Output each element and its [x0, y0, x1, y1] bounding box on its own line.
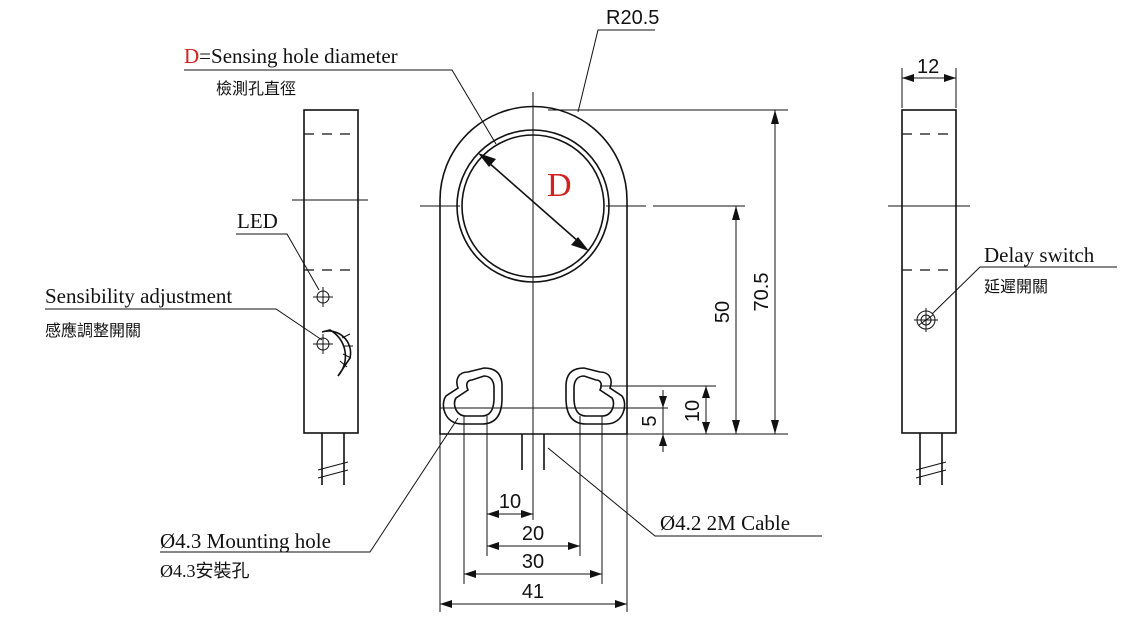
- dim-width-side: 12: [917, 56, 939, 78]
- delay-switch-label-zh: 延遲開關: [984, 278, 1048, 296]
- right-body: [901, 109, 957, 434]
- dim-5-right: 5: [639, 415, 661, 426]
- delay-switch-label: Delay switch: [984, 243, 1095, 267]
- cable-leader: [547, 447, 822, 537]
- left-side-view: [45, 109, 368, 485]
- sensing-diameter-symbol: D: [547, 167, 572, 204]
- sensibility-label: Sensibility adjustment: [45, 284, 232, 308]
- dim-10-right: 10: [682, 400, 704, 422]
- left-cable-break: [317, 461, 349, 479]
- mounting-hole-label-zh: Ø4.3安裝孔: [160, 561, 250, 581]
- dim-41: 41: [522, 581, 544, 603]
- mount-leader: [160, 417, 459, 553]
- cable-label: Ø4.2 2M Cable: [660, 511, 790, 535]
- sensing-label: D=Sensing hole diameter: [184, 44, 398, 68]
- dim-radius: R20.5: [606, 7, 659, 29]
- radius-leader: [577, 29, 655, 113]
- diameter-arrow: [487, 161, 580, 243]
- mounting-hole-label: Ø4.3 Mounting hole: [160, 529, 331, 553]
- front-body-outline: [439, 105, 628, 435]
- dim-height-center: 50: [712, 301, 734, 323]
- dim-10-bottom: 10: [499, 491, 521, 513]
- sensibility-label-zh: 感應調整開關: [45, 321, 141, 340]
- mounting-hole-left: [442, 367, 503, 425]
- led-label: LED: [237, 209, 278, 233]
- mounting-hole-right: [565, 367, 626, 425]
- right-side-view: [888, 68, 1117, 485]
- sensing-leader: [184, 69, 497, 145]
- led-indicator-icon: [313, 287, 333, 307]
- dim-height-total: 70.5: [751, 273, 773, 312]
- dim-20: 20: [522, 523, 544, 545]
- front-view: [160, 29, 822, 612]
- delay-leader: [931, 266, 1117, 315]
- adjustment-knob-icon: [313, 329, 353, 377]
- led-leader: [236, 233, 320, 291]
- sensing-label-zh: 檢測孔直徑: [216, 80, 296, 98]
- delay-switch-icon: [914, 308, 938, 332]
- left-body: [303, 109, 359, 434]
- dim-30: 30: [522, 551, 544, 573]
- sensibility-leader: [45, 308, 323, 341]
